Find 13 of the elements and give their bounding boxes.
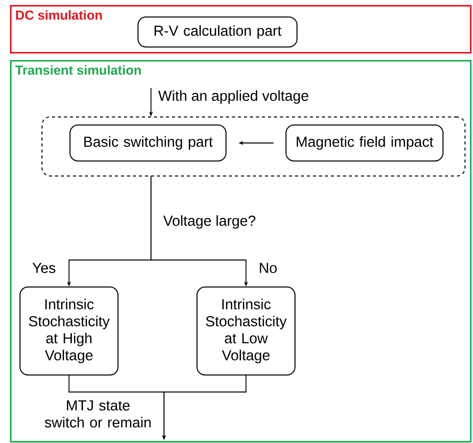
process-box: R-V calculation part <box>138 16 298 48</box>
process-box: Intrinsic Stochasticity at High Voltage <box>20 286 118 376</box>
process-box: Magnetic field impact <box>286 124 444 162</box>
section-title: DC simulation <box>16 10 102 20</box>
dashed-group-box <box>42 116 466 176</box>
edge-label: MTJ state switch or remain <box>44 400 151 428</box>
section-title: Transient simulation <box>15 65 141 75</box>
edge-label: Yes <box>32 262 56 274</box>
process-box: Intrinsic Stochasticity at Low Voltage <box>196 286 296 376</box>
edge-label: With an applied voltage <box>158 90 308 104</box>
process-box: Basic switching part <box>70 124 226 162</box>
edge-label: No <box>260 262 277 274</box>
condition-label: Voltage large? <box>163 215 256 229</box>
